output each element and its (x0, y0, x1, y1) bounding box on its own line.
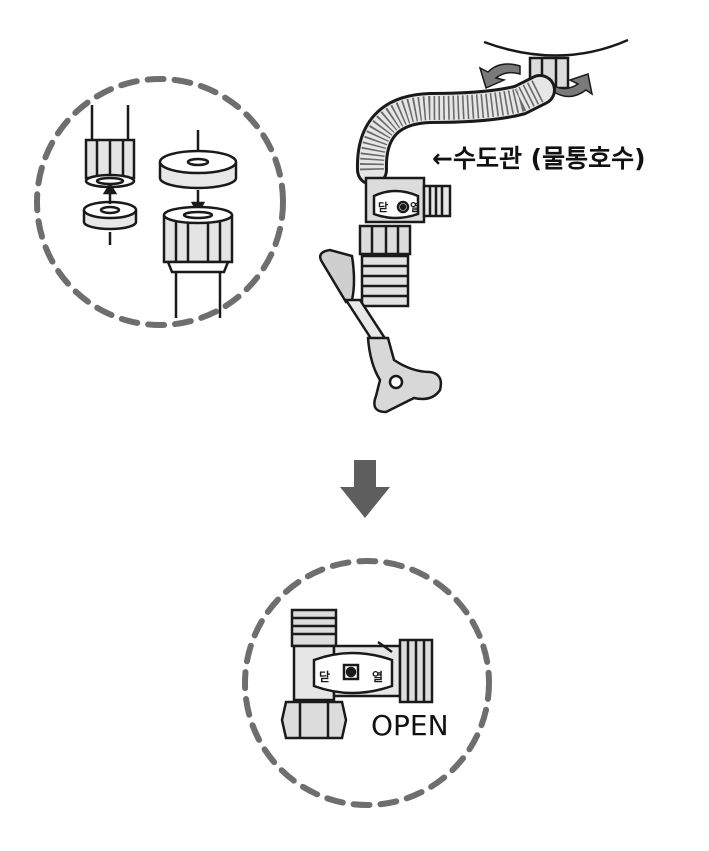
tank-edge (483, 38, 629, 57)
left-fitting (84, 105, 136, 189)
faucet-assembly: ←수도관 (물통호수) 닫 열 (319, 38, 646, 414)
valve-close-mark: 닫 (378, 200, 388, 214)
large-washer (158, 130, 238, 215)
curved-rotate-arrows-icon (478, 63, 594, 98)
small-washer (82, 182, 138, 245)
lower-hex-nut (358, 224, 412, 256)
down-arrow-icon (340, 460, 390, 518)
braided-hose (355, 74, 556, 186)
pipe-label: ←수도관 (물통호수) (432, 144, 646, 173)
washer-detail-callout (34, 76, 286, 328)
open-label: OPEN (371, 709, 449, 742)
handle-screw-icon (388, 374, 404, 390)
faucet-lever-handle (319, 248, 443, 414)
faucet-valve: 닫 열 (364, 176, 452, 224)
open-dashed-circle (242, 558, 492, 808)
right-fitting (162, 205, 234, 318)
open-valve-close-mark: 닫 (319, 669, 330, 684)
tee-valve: 닫 열 (280, 608, 434, 740)
open-valve-open-mark: 열 (372, 669, 383, 684)
valve-open-mark: 열 (410, 201, 420, 214)
open-valve-callout: 닫 열 OPEN (242, 558, 492, 808)
detail-dashed-circle (34, 76, 286, 328)
threaded-body (360, 254, 410, 308)
